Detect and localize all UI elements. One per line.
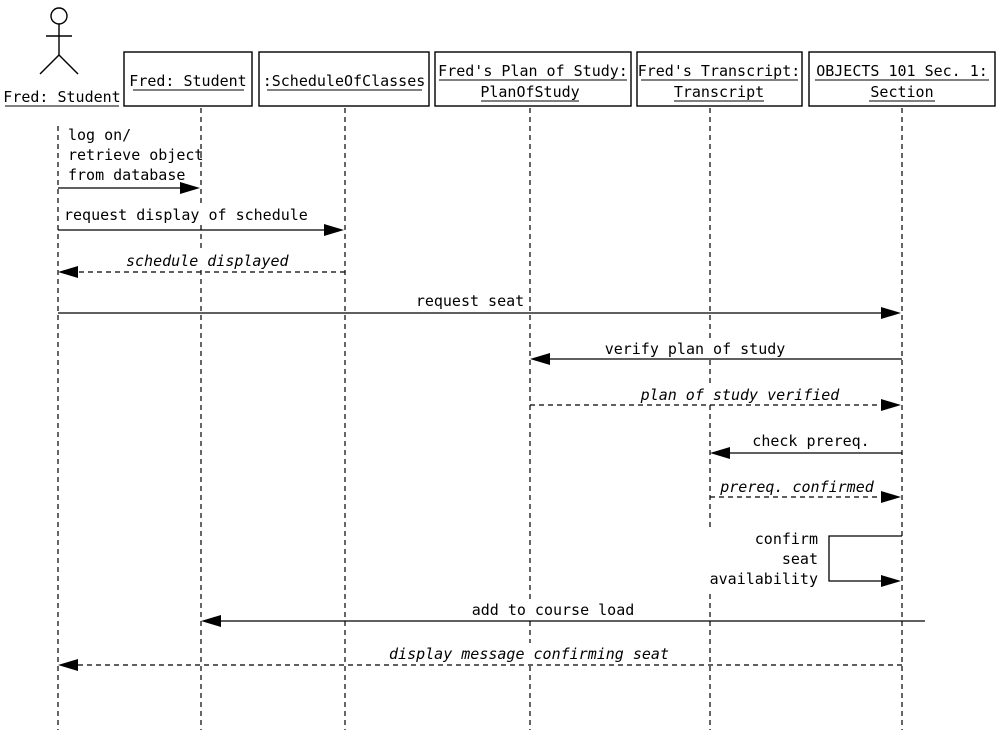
- message-add-to-course-load: add to course load: [201, 599, 925, 627]
- actor-leg-right: [58, 54, 79, 75]
- object-title-line-1: Fred's Plan of Study:: [438, 62, 628, 80]
- actor-leg-left: [39, 54, 60, 75]
- arrowhead: [58, 659, 78, 671]
- message-label: schedule displayed: [126, 252, 290, 270]
- label-backing: [388, 643, 670, 663]
- object-box-frame: [258, 51, 430, 107]
- object-title-line-2: Section: [870, 83, 933, 101]
- object-box-frame: [434, 51, 632, 107]
- label-backing: [718, 476, 878, 496]
- actor-figure: [39, 7, 79, 75]
- message-label-line-3: availability: [710, 570, 818, 588]
- message-label: display message confirming seat: [389, 645, 669, 663]
- message-display-confirming-seat: display message confirming seat: [58, 643, 902, 671]
- object-box-schedule-of-classes: :ScheduleOfClasses: [258, 51, 430, 107]
- message-request-seat: request seat: [58, 290, 901, 319]
- arrowhead: [881, 399, 901, 411]
- message-label: request display of schedule: [64, 206, 308, 224]
- object-title-line-1: Fred's Transcript:: [638, 62, 801, 80]
- arrowhead: [530, 353, 550, 365]
- actor-head: [50, 7, 68, 25]
- message-label: prereq. confirmed: [719, 478, 874, 496]
- object-box-frame: [123, 51, 253, 107]
- object-box-frame: [808, 51, 996, 107]
- message-schedule-displayed: schedule displayed: [58, 250, 345, 278]
- message-label-line-2: retrieve object: [68, 146, 203, 164]
- message-label-line-2: seat: [782, 550, 818, 568]
- label-backing: [62, 204, 302, 224]
- label-backing: [414, 290, 526, 310]
- message-confirm-seat-availability: confirm seat availability: [708, 528, 902, 590]
- arrowhead: [710, 447, 730, 459]
- object-title: Fred: Student: [129, 72, 246, 90]
- actor-label: Fred: Student: [3, 88, 120, 106]
- arrowhead: [58, 266, 78, 278]
- arrowhead: [324, 224, 344, 236]
- object-title: :ScheduleOfClasses: [263, 72, 426, 90]
- message-label: verify plan of study: [605, 340, 786, 358]
- arrowhead: [201, 615, 221, 627]
- message-check-prereq: check prereq.: [710, 430, 902, 459]
- self-message-loop: [828, 535, 902, 582]
- object-title-line-2: PlanOfStudy: [480, 83, 579, 101]
- message-label: request seat: [416, 292, 524, 310]
- arrowhead: [180, 182, 200, 194]
- object-title-line-2: Transcript: [674, 83, 764, 101]
- arrowhead: [881, 307, 901, 319]
- object-box-frame: [636, 51, 803, 107]
- message-request-display-schedule: request display of schedule: [58, 204, 344, 236]
- label-backing: [708, 528, 824, 590]
- label-backing: [66, 124, 200, 186]
- label-backing: [750, 430, 872, 450]
- message-label-line-1: confirm: [755, 530, 818, 548]
- object-box-section: OBJECTS 101 Sec. 1: Section: [808, 51, 996, 107]
- label-backing: [124, 250, 290, 270]
- label-backing: [638, 384, 842, 404]
- object-box-fred-student: Fred: Student: [123, 51, 253, 107]
- message-verify-plan-of-study: verify plan of study: [530, 338, 902, 365]
- object-box-plan-of-study: Fred's Plan of Study: PlanOfStudy: [434, 51, 632, 107]
- label-backing: [602, 338, 790, 358]
- object-title-line-1: OBJECTS 101 Sec. 1:: [816, 62, 988, 80]
- message-label: add to course load: [472, 601, 635, 619]
- message-plan-of-study-verified: plan of study verified: [530, 384, 901, 411]
- message-log-on: log on/ retrieve object from database: [58, 124, 203, 194]
- message-label: check prereq.: [752, 432, 869, 450]
- message-label-line-1: log on/: [68, 126, 131, 144]
- object-box-transcript: Fred's Transcript: Transcript: [636, 51, 803, 107]
- message-label-line-3: from database: [68, 166, 185, 184]
- label-backing: [470, 599, 636, 619]
- arrowhead: [881, 575, 901, 587]
- message-label: plan of study verified: [640, 386, 841, 404]
- message-prereq-confirmed: prereq. confirmed: [710, 476, 901, 503]
- arrowhead: [881, 491, 901, 503]
